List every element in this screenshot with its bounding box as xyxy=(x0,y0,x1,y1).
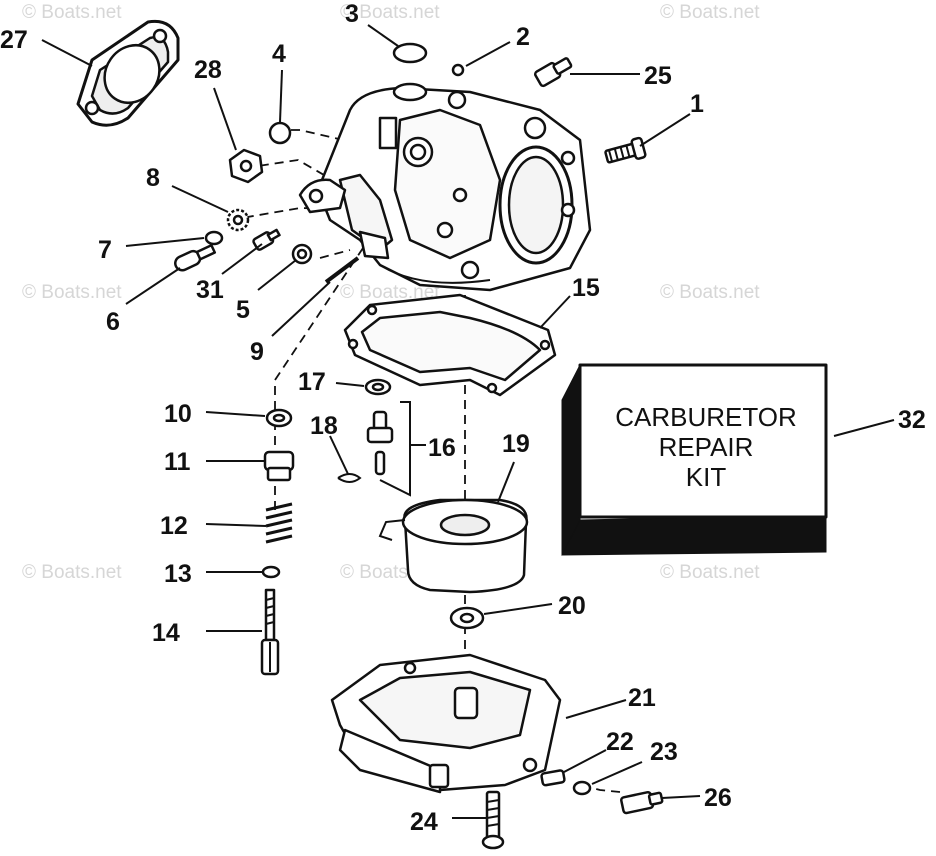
callout-17: 17 xyxy=(298,368,326,396)
carburetor-body xyxy=(298,82,592,292)
callout-14: 14 xyxy=(152,619,180,647)
callout-9: 9 xyxy=(250,338,264,366)
callout-25: 25 xyxy=(644,62,672,90)
callout-10: 10 xyxy=(164,400,192,428)
watermark-1: © Boats.net xyxy=(22,2,122,23)
kit-line-1: CARBURETOR xyxy=(615,402,797,432)
callout-16: 16 xyxy=(428,434,456,462)
inlet-needle-seat xyxy=(337,378,411,497)
callout-numbers: 1 2 3 4 5 6 7 8 9 10 11 12 13 14 15 16 1… xyxy=(0,0,926,836)
callout-28: 28 xyxy=(194,56,222,84)
callout-26: 26 xyxy=(704,784,732,812)
bowl-screws xyxy=(481,769,664,850)
callout-6: 6 xyxy=(106,308,120,336)
callout-8: 8 xyxy=(146,164,160,192)
watermark-4: © Boats.net xyxy=(22,282,122,303)
bowl-gasket xyxy=(343,293,557,397)
callout-11: 11 xyxy=(164,448,191,476)
callout-20: 20 xyxy=(558,592,586,620)
callout-7: 7 xyxy=(98,236,112,264)
watermark-2: © Boats.net xyxy=(340,2,440,23)
callout-15: 15 xyxy=(572,274,600,302)
callout-19: 19 xyxy=(502,430,530,458)
top-small-parts xyxy=(392,42,573,88)
kit-line-2: REPAIR xyxy=(659,432,754,462)
callout-27: 27 xyxy=(0,26,28,54)
left-small-parts xyxy=(174,121,360,284)
carburetor-repair-kit: CARBURETOR REPAIR KIT xyxy=(561,363,828,556)
watermark-5: © Boats.net xyxy=(340,282,440,303)
callout-13: 13 xyxy=(164,560,192,588)
callout-1: 1 xyxy=(690,90,704,118)
callout-32: 32 xyxy=(898,406,926,434)
callout-5: 5 xyxy=(236,296,250,324)
callout-23: 23 xyxy=(650,738,678,766)
callout-3: 3 xyxy=(345,0,359,28)
callout-21: 21 xyxy=(628,684,656,712)
callout-2: 2 xyxy=(516,23,530,51)
float-bowl-washer xyxy=(449,606,485,630)
callout-18: 18 xyxy=(310,412,338,440)
leader-lines xyxy=(41,24,895,819)
needle-assembly xyxy=(260,408,295,676)
flange-gasket xyxy=(76,19,180,127)
callout-22: 22 xyxy=(606,728,634,756)
callout-31: 31 xyxy=(196,276,224,304)
idle-screw xyxy=(604,136,647,164)
callout-12: 12 xyxy=(160,512,188,540)
watermark-6: © Boats.net xyxy=(660,282,760,303)
callout-4: 4 xyxy=(272,40,286,68)
float-bowl xyxy=(330,653,562,794)
watermark-7: © Boats.net xyxy=(22,562,122,583)
watermark-9: © Boats.net xyxy=(660,562,760,583)
kit-line-3: KIT xyxy=(686,462,727,492)
watermark-3: © Boats.net xyxy=(660,2,760,23)
float xyxy=(378,498,529,594)
callout-24: 24 xyxy=(410,808,438,836)
